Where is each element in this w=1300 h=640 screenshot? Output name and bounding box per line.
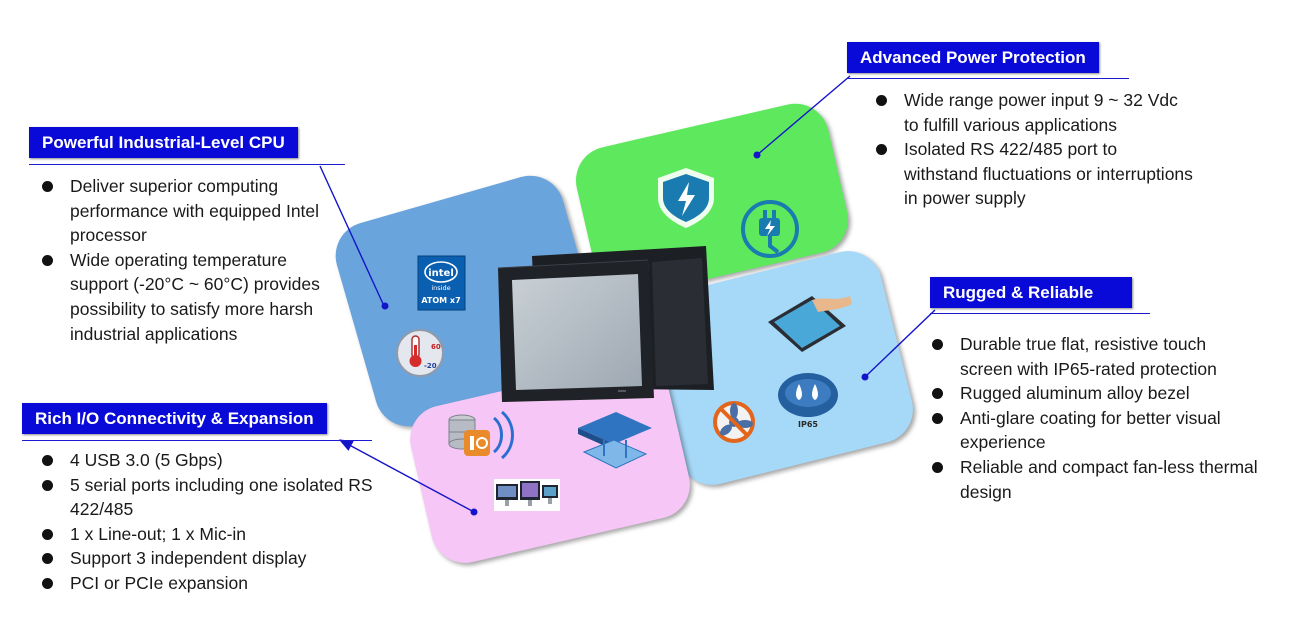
power-title-rule	[847, 78, 1129, 79]
cpu-title: Powerful Industrial-Level CPU	[29, 127, 298, 158]
io-bullets: 4 USB 3.0 (5 Gbps) 5 serial ports includ…	[40, 448, 400, 596]
connector-cpu	[319, 165, 385, 307]
io-title-rule	[22, 440, 372, 441]
power-bullet: Wide range power input 9 ~ 32 Vdc to ful…	[874, 88, 1194, 137]
intel-atom-badge: intel inside ATOM x7	[417, 255, 466, 311]
cpu-bullets: Deliver superior computing performance w…	[40, 174, 340, 346]
cpu-bullet: Wide operating temperature support (-20°…	[40, 248, 340, 346]
io-bullet: PCI or PCIe expansion	[40, 571, 400, 596]
cpu-title-rule	[29, 164, 345, 165]
expansion-card-icon	[578, 412, 652, 469]
rugged-bullet: Reliable and compact fan-less thermal de…	[930, 455, 1260, 504]
power-plug-icon	[741, 200, 799, 258]
rugged-bullet: Rugged aluminum alloy bezel	[930, 381, 1260, 406]
intel-inside-text: inside	[431, 284, 450, 292]
io-bullet: Support 3 independent display	[40, 546, 400, 571]
io-title: Rich I/O Connectivity & Expansion	[22, 403, 327, 434]
shield-lightning-icon	[658, 168, 714, 228]
io-bullet: 1 x Line-out; 1 x Mic-in	[40, 522, 400, 547]
intel-model-text: ATOM x7	[421, 296, 460, 305]
thermo-low-text: -20	[424, 362, 437, 370]
rugged-bullet: Anti-glare coating for better visual exp…	[930, 406, 1260, 455]
connector-lines	[319, 75, 936, 516]
connector-io	[338, 439, 475, 513]
multi-display-icon	[494, 479, 560, 511]
io-bullet: 5 serial ports including one isolated RS…	[40, 473, 400, 522]
rugged-title: Rugged & Reliable	[930, 277, 1132, 308]
no-fan-icon	[713, 401, 755, 443]
io-bullet: 4 USB 3.0 (5 Gbps)	[40, 448, 400, 473]
thermo-high-text: 60	[431, 343, 441, 351]
ip-rating-text: IP65	[798, 420, 818, 429]
power-title: Advanced Power Protection	[847, 42, 1099, 73]
rugged-title-rule	[930, 313, 1150, 314]
connector-power	[756, 75, 851, 156]
database-wifi-icon	[448, 410, 514, 460]
power-bullets: Wide range power input 9 ~ 32 Vdc to ful…	[874, 88, 1194, 211]
cpu-bullet: Deliver superior computing performance w…	[40, 174, 340, 248]
connector-rugged	[865, 309, 936, 377]
intel-brand-text: intel	[428, 268, 454, 279]
ip65-water-drop-icon: IP65	[778, 373, 838, 429]
rugged-bullet: Durable true flat, resistive touch scree…	[930, 332, 1260, 381]
touch-tablet-icon	[768, 296, 852, 352]
thermometer-icon: 60 -20	[396, 329, 444, 377]
power-bullet: Isolated RS 422/485 port to withstand fl…	[874, 137, 1194, 211]
rugged-bullets: Durable true flat, resistive touch scree…	[930, 332, 1260, 504]
industrial-panel-pc	[497, 246, 714, 402]
